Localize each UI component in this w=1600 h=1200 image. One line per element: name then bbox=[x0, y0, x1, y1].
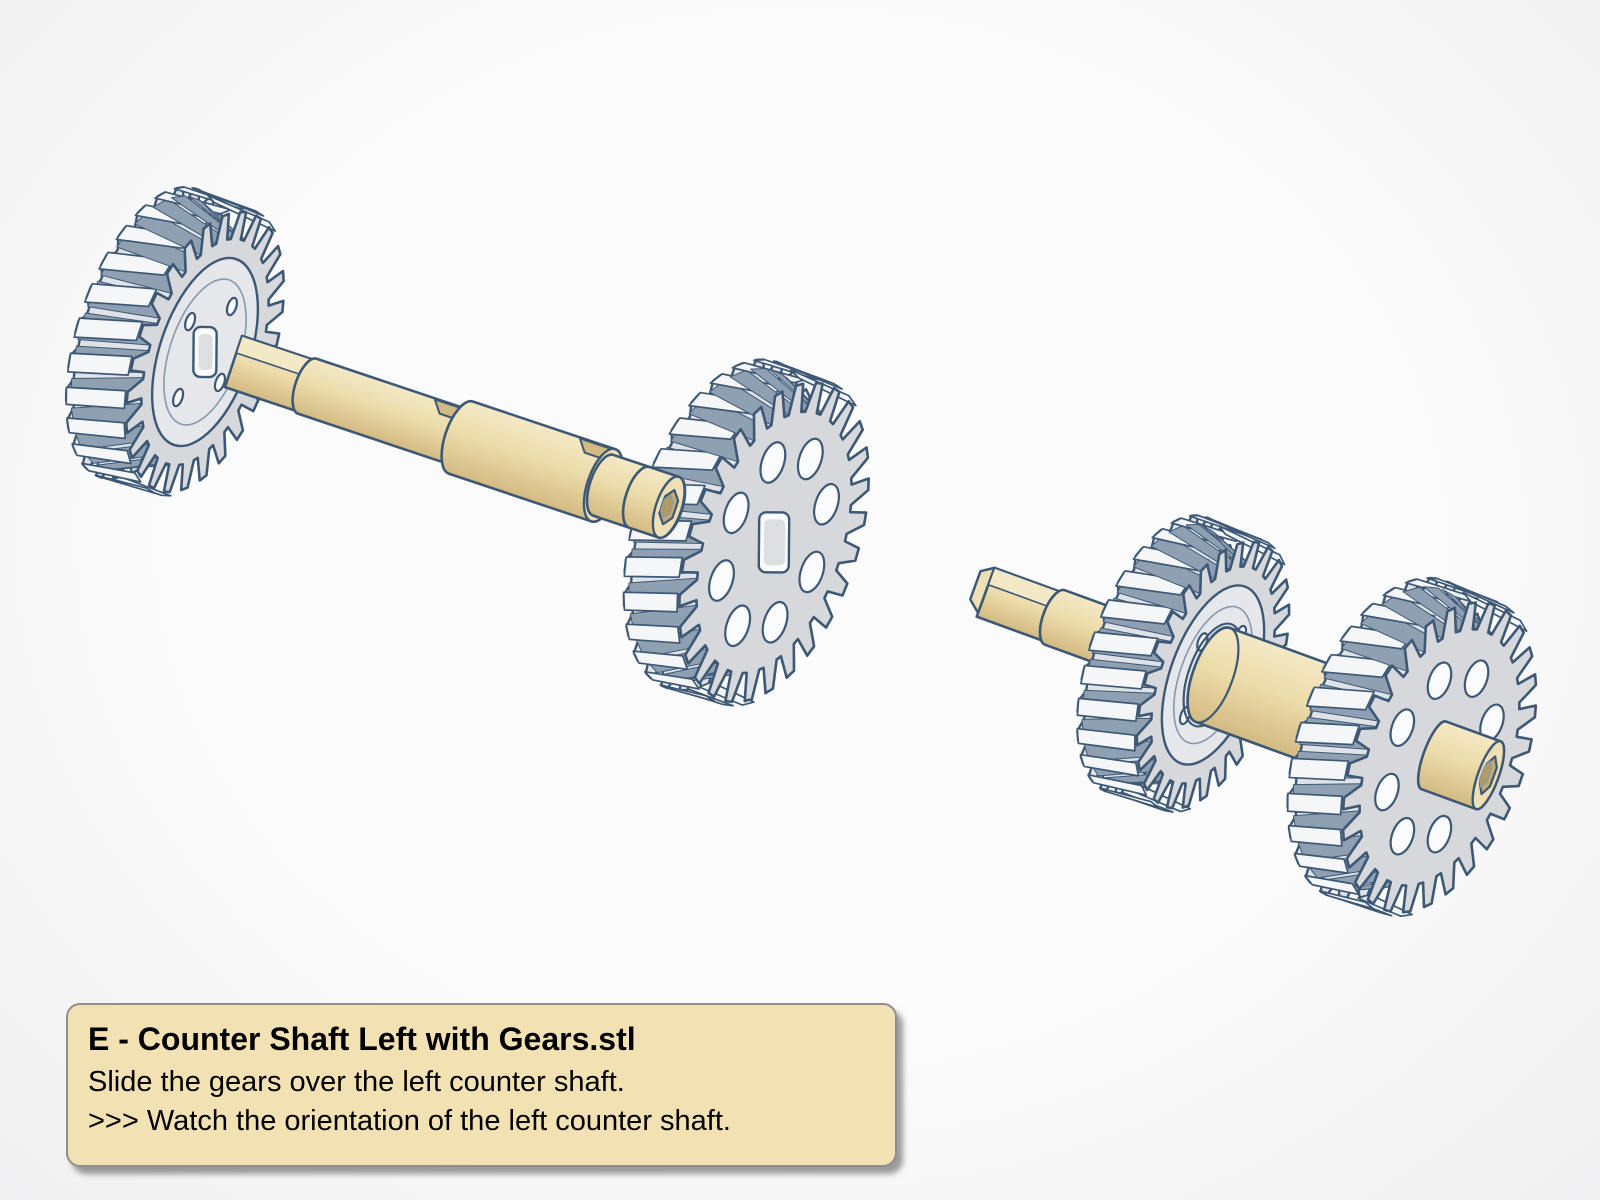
instruction-box: E - Counter Shaft Left with Gears.stl Sl… bbox=[66, 1003, 897, 1167]
left-counter-shaft-assembly bbox=[64, 186, 870, 707]
left-counter-shaft-parts bbox=[969, 514, 1538, 918]
instruction-line-1: Slide the gears over the left counter sh… bbox=[88, 1066, 625, 1098]
spur-gear-front bbox=[622, 358, 870, 707]
step-title: E - Counter Shaft Left with Gears.stl bbox=[88, 1021, 636, 1057]
helical-gear-front bbox=[64, 186, 285, 497]
instruction-line-2: >>> Watch the orientation of the left co… bbox=[88, 1105, 731, 1137]
spur-gear-rear bbox=[1286, 576, 1538, 918]
